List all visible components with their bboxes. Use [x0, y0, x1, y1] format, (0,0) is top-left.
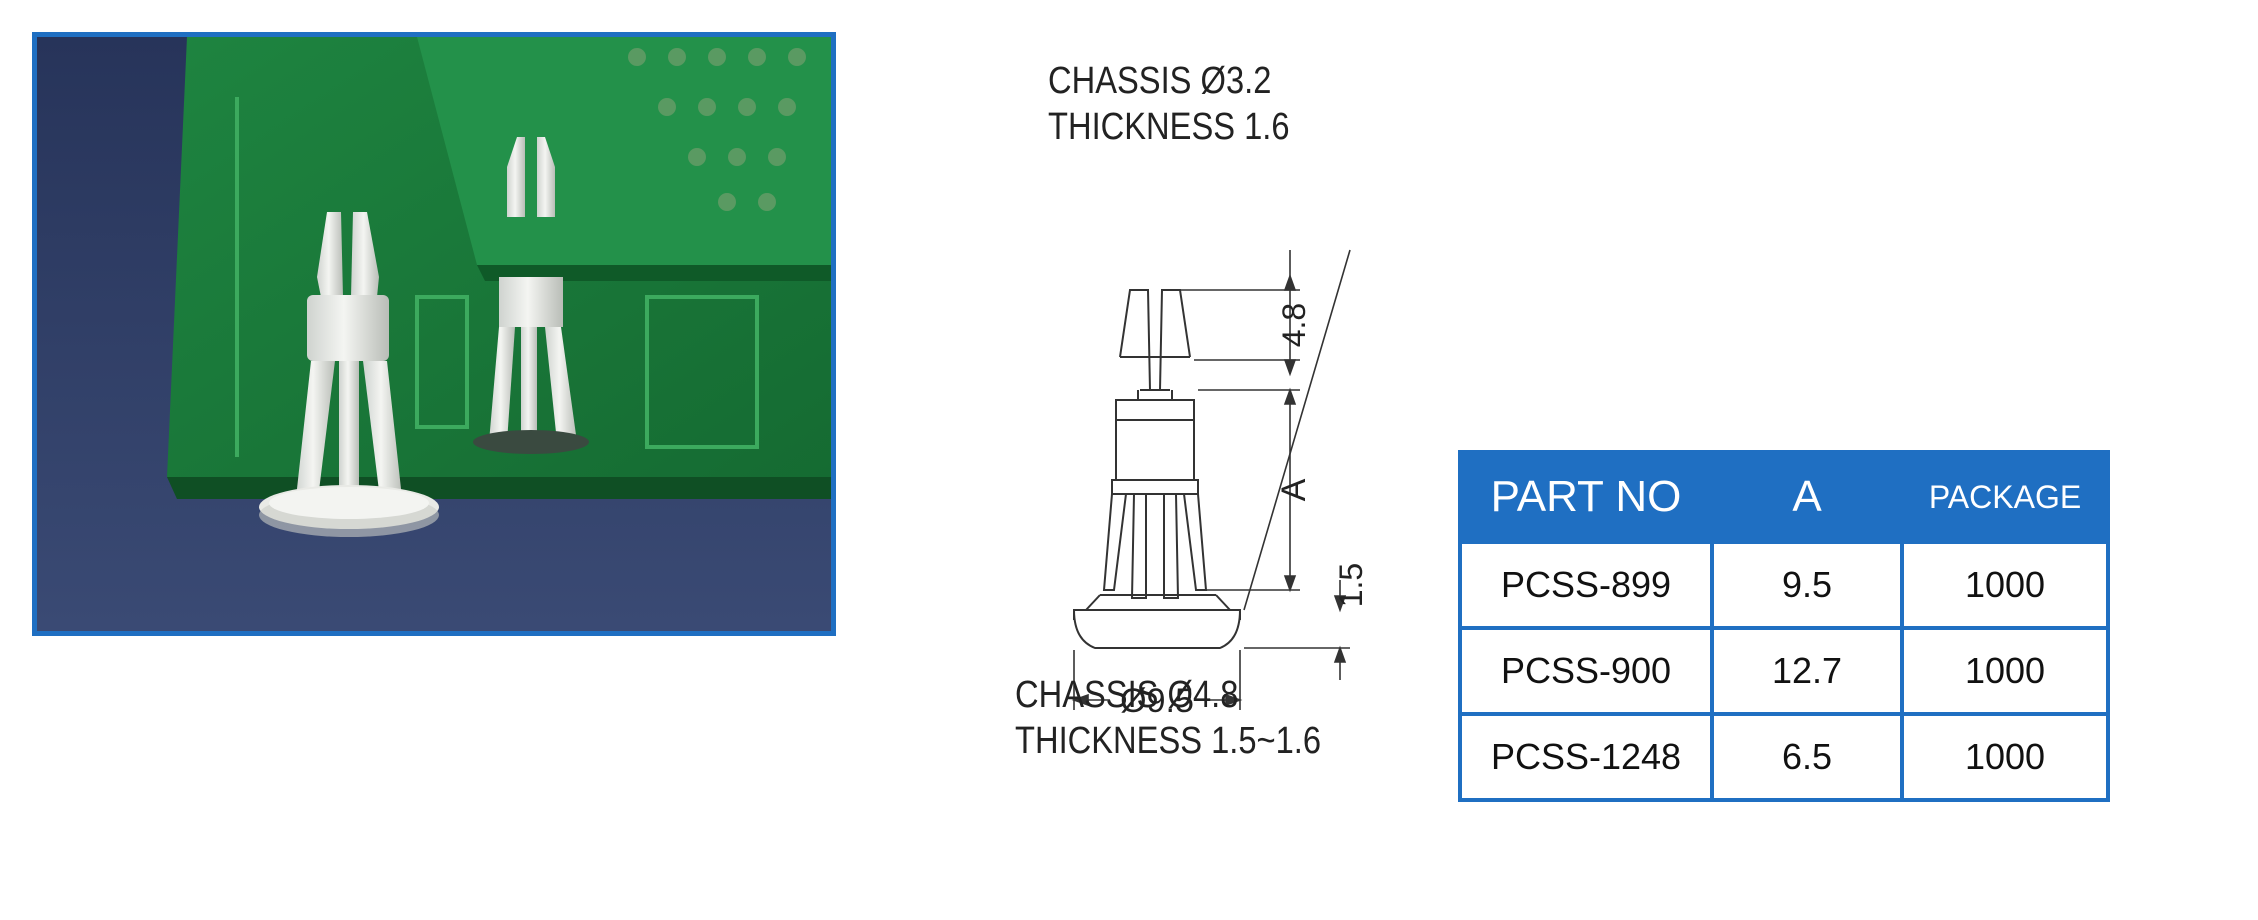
spacer-technical-drawing: 4.8 A 1.5 Ø9.5	[1071, 249, 1369, 720]
thickness-top-label: THICKNESS 1.6	[1048, 106, 1290, 148]
table-row: PCSS-899 9.5 1000	[1458, 540, 2110, 630]
cell-package: 1000	[1900, 712, 2110, 802]
part-spec-table: PART NO A PACKAGE PCSS-899 9.5 1000 PCSS…	[1458, 450, 2110, 802]
rear-spacer-shape	[473, 137, 589, 454]
chassis-top-note: CHASSIS Ø3.2 THICKNESS 1.6	[1048, 58, 1290, 150]
dim-a-label: A	[1275, 478, 1313, 501]
table-row: PCSS-900 12.7 1000	[1458, 626, 2110, 716]
chassis-bottom-label: CHASSIS Ø4.8	[1015, 674, 1239, 716]
dim-base-label: 1.5	[1333, 563, 1369, 607]
pcb-spacer-photo	[37, 37, 831, 631]
cell-a: 12.7	[1710, 626, 1904, 716]
front-spacer-shape	[259, 212, 439, 537]
header-package: PACKAGE	[1900, 450, 2110, 544]
cell-a: 6.5	[1710, 712, 1904, 802]
dim-diameter-label: Ø9.5	[1120, 682, 1194, 720]
cell-part-no: PCSS-1248	[1458, 712, 1714, 802]
cell-part-no: PCSS-899	[1458, 540, 1714, 630]
cell-package: 1000	[1900, 540, 2110, 630]
header-part-no: PART NO	[1458, 450, 1714, 544]
chassis-bottom-note: CHASSIS Ø4.8 THICKNESS 1.5~1.6	[1015, 672, 1321, 764]
header-a: A	[1710, 450, 1904, 544]
table-header-row: PART NO A PACKAGE	[1458, 450, 2110, 544]
cell-a: 9.5	[1710, 540, 1904, 630]
chassis-top-label: CHASSIS Ø3.2	[1048, 60, 1272, 102]
cell-part-no: PCSS-900	[1458, 626, 1714, 716]
cell-package: 1000	[1900, 626, 2110, 716]
dim-tip-label: 4.8	[1276, 303, 1312, 347]
product-photo	[32, 32, 836, 636]
thickness-bottom-label: THICKNESS 1.5~1.6	[1015, 720, 1322, 762]
table-row: PCSS-1248 6.5 1000	[1458, 712, 2110, 802]
